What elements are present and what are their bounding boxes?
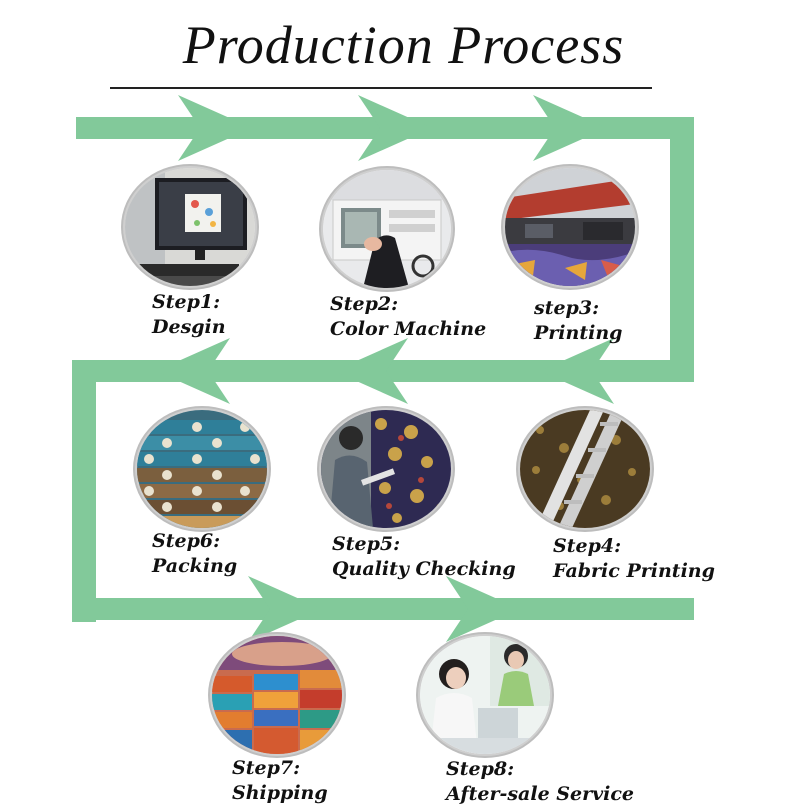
step-name: Printing <box>534 322 623 344</box>
fabric-rolls-photo <box>137 410 267 528</box>
arrow-right-icon <box>248 576 322 642</box>
computer-design-photo <box>125 168 255 286</box>
step-name: Packing <box>152 555 238 577</box>
quality-checking-photo <box>321 410 451 528</box>
arrow-right-icon <box>446 576 520 642</box>
arrow-left-icon <box>156 338 230 404</box>
step5-label: Step5: Quality Checking <box>332 532 516 582</box>
arrow-right-icon <box>533 95 607 161</box>
step-number: Step6: <box>152 530 221 552</box>
step-number: Step4: <box>553 535 622 557</box>
flow-bar-row2 <box>96 360 694 382</box>
step-name: Quality Checking <box>332 558 516 580</box>
flow-bar-left <box>72 360 96 622</box>
fabric-printing-photo <box>520 410 650 528</box>
step-name: Shipping <box>232 782 328 804</box>
step7-label: Step7: Shipping <box>232 756 328 806</box>
step6-label: Step6: Packing <box>152 529 237 579</box>
step-name: After-sale Service <box>446 783 635 805</box>
printer-photo <box>505 168 635 286</box>
customer-service-photo <box>420 636 550 754</box>
arrow-left-icon <box>540 338 614 404</box>
flow-bar-right <box>670 117 694 382</box>
step4-label: Step4: Fabric Printing <box>553 534 715 584</box>
step-number: Step7: <box>232 757 301 779</box>
step1-label: Step1: Desgin <box>152 290 226 340</box>
step-number: Step5: <box>332 533 401 555</box>
color-machine-photo <box>323 170 451 288</box>
title-underline <box>110 87 652 89</box>
step-number: Step2: <box>330 293 399 315</box>
step2-label: Step2: Color Machine <box>330 292 486 342</box>
step8-label: Step8: After-sale Service <box>446 757 634 807</box>
step3-label: step3: Printing <box>534 296 622 346</box>
arrow-left-icon <box>334 338 408 404</box>
step-name: Fabric Printing <box>553 560 715 582</box>
arrow-right-icon <box>358 95 432 161</box>
step-number: Step8: <box>446 758 515 780</box>
arrow-right-icon <box>178 95 252 161</box>
flow-bar-row3 <box>72 598 694 620</box>
step-number: step3: <box>534 297 600 319</box>
page-title: Production Process <box>182 15 625 75</box>
step-name: Desgin <box>152 316 226 338</box>
step-number: Step1: <box>152 291 221 313</box>
step-name: Color Machine <box>330 318 487 340</box>
shipping-containers-photo <box>212 636 342 754</box>
